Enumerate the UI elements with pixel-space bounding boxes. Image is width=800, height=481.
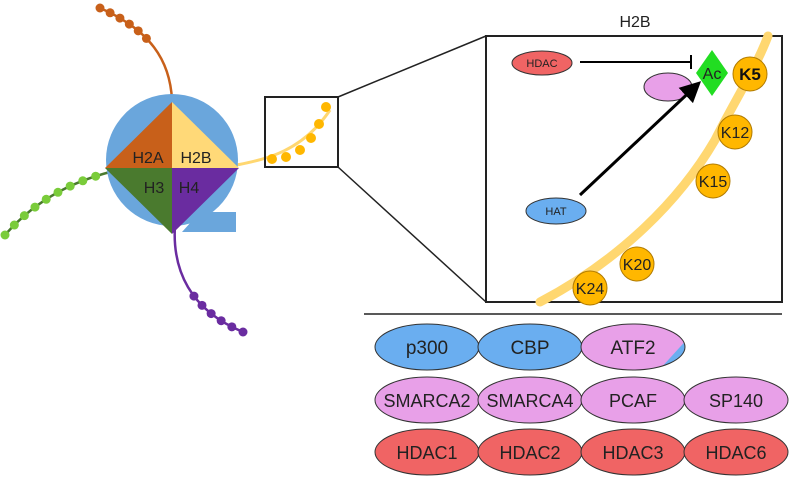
protein-sp140-label: SP140 bbox=[709, 391, 763, 411]
h2a-tail-bead bbox=[133, 26, 143, 36]
residue-k24-label: K24 bbox=[576, 281, 605, 298]
h2a-tail-bead bbox=[105, 8, 115, 18]
h4-tail-bead bbox=[197, 300, 207, 310]
h3-quadrant bbox=[105, 168, 172, 234]
h4-tail-bead bbox=[216, 316, 226, 326]
h4-tail-bead bbox=[238, 327, 248, 337]
h2b-tail-bead bbox=[267, 154, 277, 164]
protein-atf2-label: ATF2 bbox=[610, 338, 655, 359]
h3-tail-bead bbox=[0, 230, 10, 240]
h4-tail bbox=[173, 224, 248, 337]
h2a-tail-bead bbox=[115, 13, 125, 23]
h4-tail-bead bbox=[227, 322, 237, 332]
hat-acetylation-arrow bbox=[578, 81, 702, 197]
zoom-source-box bbox=[264, 96, 339, 168]
zoom-line-top bbox=[337, 35, 487, 98]
protein-smarca2-label: SMARCA2 bbox=[383, 391, 470, 411]
h4-tail-bead bbox=[189, 291, 199, 301]
residue-k24 bbox=[572, 270, 608, 306]
h2a-quadrant bbox=[105, 102, 172, 168]
protein-grid: p300 CBP ATF2 SMARCA2 SMARCA4 PCAF SP140… bbox=[374, 323, 789, 476]
residue-k5-label: K5 bbox=[739, 65, 761, 84]
h2b-label: H2B bbox=[180, 150, 211, 167]
h2b-tail-selection bbox=[264, 96, 339, 168]
protein-cbp-label: CBP bbox=[510, 338, 549, 359]
h4-label: H4 bbox=[179, 180, 200, 197]
h4-tail-bead bbox=[206, 309, 216, 319]
protein-pcaf-label: PCAF bbox=[609, 391, 657, 411]
hdac-enzyme bbox=[511, 50, 573, 76]
hdac-enzyme-label: HDAC bbox=[526, 58, 557, 70]
h2b-quadrant bbox=[172, 102, 239, 168]
hat-enzyme-label: HAT bbox=[545, 206, 566, 218]
residue-k12 bbox=[717, 114, 753, 150]
nucleosome-core-tail bbox=[182, 212, 236, 232]
h2a-tail-bead bbox=[141, 33, 151, 43]
h2b-tail-bead bbox=[295, 145, 305, 155]
h3-label: H3 bbox=[144, 180, 165, 197]
protein-hdac1-label: HDAC1 bbox=[396, 443, 457, 463]
hat-enzyme bbox=[525, 197, 587, 225]
h2b-tail-bead bbox=[281, 152, 291, 162]
nucleosome: H2A H2B H3 H4 bbox=[0, 3, 332, 337]
h2a-label: H2A bbox=[132, 150, 163, 167]
residue-k15 bbox=[695, 163, 731, 199]
h2a-tail bbox=[95, 3, 174, 101]
protein-hdac2-label: HDAC2 bbox=[499, 443, 560, 463]
protein-hdac6-label: HDAC6 bbox=[705, 443, 766, 463]
h2a-tail-beads bbox=[95, 3, 151, 43]
residue-k20 bbox=[619, 246, 655, 282]
h3-tail-beads bbox=[0, 171, 101, 240]
h2b-tail-bead bbox=[321, 102, 331, 112]
h3-tail-bead bbox=[78, 176, 88, 186]
protein-atf2 bbox=[580, 323, 686, 371]
zoom-panel: H2B HDAC HAT Ac K5 K12 K15 K20 K24 bbox=[485, 14, 783, 307]
h3-tail-bead bbox=[30, 202, 40, 212]
residue-k15-label: K15 bbox=[699, 174, 728, 191]
residue-k5 bbox=[732, 56, 768, 92]
acetyl-mark bbox=[696, 50, 728, 96]
h2a-tail-bead bbox=[124, 19, 134, 29]
h3-tail bbox=[0, 170, 111, 240]
zoom-line-bottom bbox=[337, 166, 487, 303]
h3-tail-bead bbox=[91, 171, 101, 181]
protein-hdac6 bbox=[683, 428, 789, 476]
acetyl-mark-label: Ac bbox=[703, 66, 722, 83]
protein-hdac3-label: HDAC3 bbox=[602, 443, 663, 463]
h3-tail-bead bbox=[9, 220, 19, 230]
h2b-tail-bead bbox=[306, 133, 316, 143]
protein-smarca4-label: SMARCA4 bbox=[486, 391, 573, 411]
h3-tail-bead bbox=[19, 211, 29, 221]
h4-tail-beads bbox=[189, 291, 248, 337]
h3-tail-bead bbox=[41, 194, 51, 204]
h4-quadrant bbox=[172, 168, 239, 234]
h3-tail-bead bbox=[65, 181, 75, 191]
protein-sp140 bbox=[683, 376, 789, 424]
h2b-tail-bead bbox=[314, 119, 324, 129]
residue-k12-label: K12 bbox=[721, 125, 750, 142]
protein-p300-label: p300 bbox=[406, 338, 448, 359]
h3-tail-bead bbox=[53, 187, 63, 197]
zoom-title: H2B bbox=[619, 14, 650, 31]
h2a-tail-bead bbox=[95, 3, 105, 13]
residue-k20-label: K20 bbox=[623, 257, 652, 274]
